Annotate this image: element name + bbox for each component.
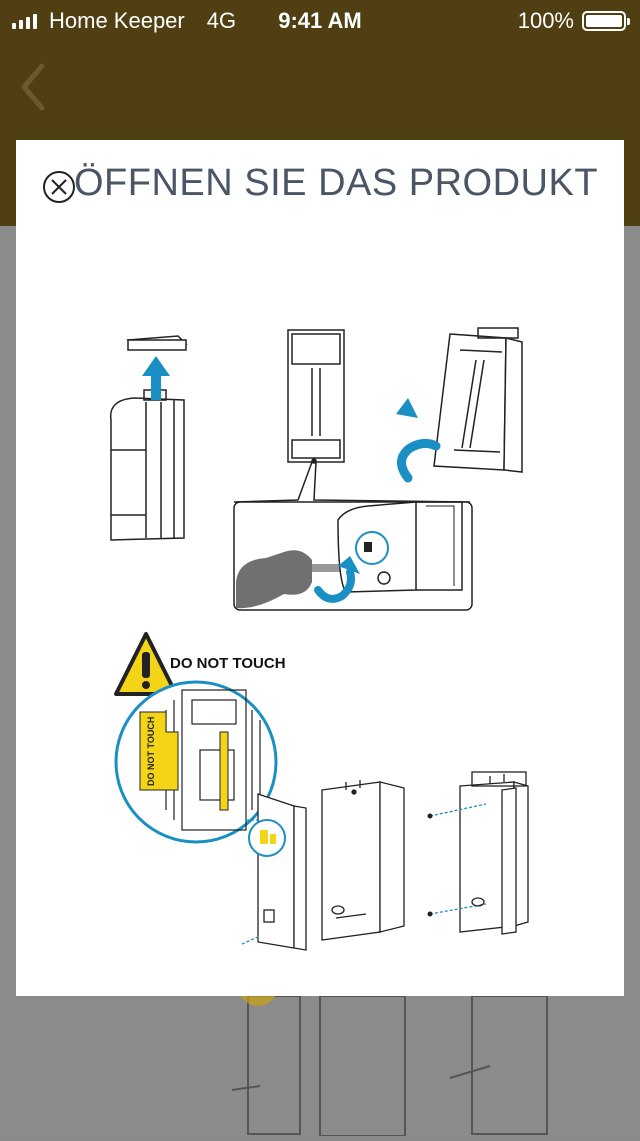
status-left: Home Keeper 4G: [12, 8, 236, 34]
warning-icon: [114, 632, 178, 696]
do-not-touch-zoom-circle: DO NOT TOUCH: [114, 680, 278, 844]
battery-icon: [582, 11, 630, 31]
chevron-left-icon[interactable]: [18, 62, 48, 112]
battery-level-fill: [586, 15, 622, 27]
close-circle-icon[interactable]: [42, 170, 76, 204]
device-mounting-step-2: [321, 780, 405, 941]
signal-icon: [12, 13, 37, 29]
status-right: 100%: [517, 8, 630, 34]
status-bar: Home Keeper 4G 9:41 AM 100%: [0, 0, 640, 40]
rotate-arrow-icon: [314, 568, 355, 603]
device-cover-removal: [109, 335, 188, 541]
modal-title: ÖFFNEN SIE DAS PRODUKT: [74, 162, 599, 204]
carrier-name: Home Keeper: [49, 8, 185, 33]
device-tilted-open: [433, 327, 523, 473]
screwdriver-zoom-inset: [233, 501, 473, 611]
sticker-label: DO NOT TOUCH: [146, 717, 156, 786]
status-time: 9:41 AM: [278, 8, 362, 33]
instruction-illustration: DO NOT TOUCH DO NOT TOUCH: [109, 327, 529, 951]
network-type: 4G: [206, 8, 237, 33]
instruction-modal: ÖFFNEN SIE DAS PRODUKT: [16, 140, 624, 996]
device-front-view: [233, 329, 471, 503]
rotate-arrow-icon: [397, 438, 441, 483]
device-mounting-step-3: [429, 771, 529, 935]
arrow-up-icon: [142, 356, 170, 400]
warning-label: DO NOT TOUCH: [170, 655, 286, 672]
battery-percent: 100%: [517, 8, 574, 33]
